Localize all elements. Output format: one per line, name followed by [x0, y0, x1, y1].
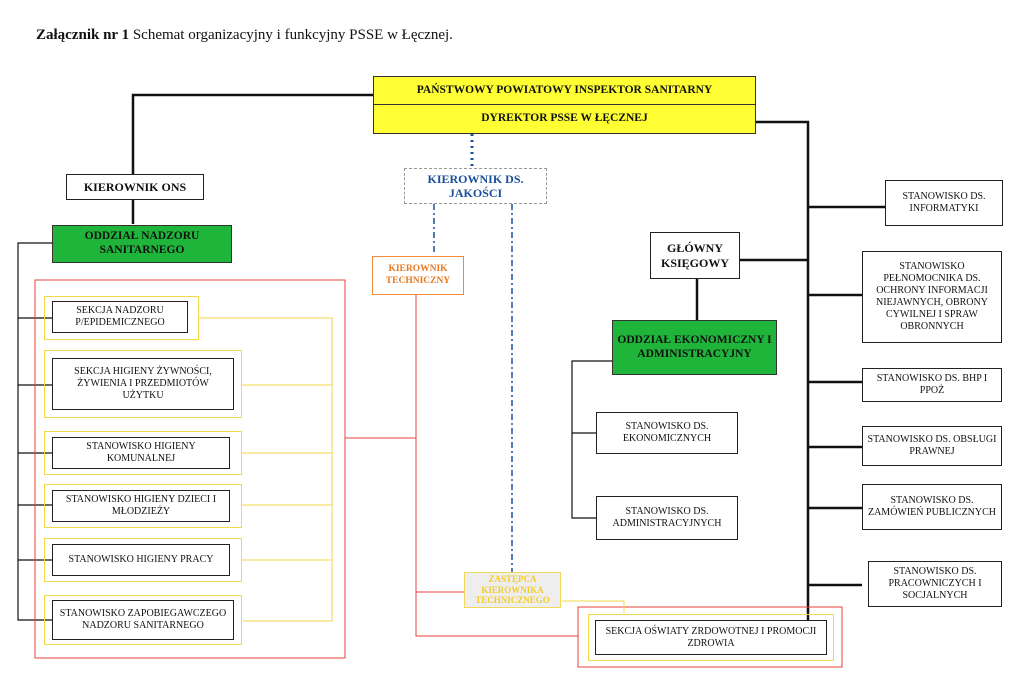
section-box: SEKCJA NADZORU P/EPIDEMICZNEGO [52, 301, 188, 333]
kierownik-jakosci-box: KIEROWNIK DS. JAKOŚCI [404, 168, 547, 204]
section-box: STANOWISKO ZAPOBIEGAWCZEGO NADZORU SANIT… [52, 600, 234, 640]
zastepca-techniczny-box: ZASTĘPCA KIEROWNIKA TECHNICZNEGO [464, 572, 561, 608]
stanowisko-administracyjne-box: STANOWISKO DS. ADMINISTRACYJNYCH [596, 496, 738, 540]
right-post-box: STANOWISKO DS. ZAMÓWIEŃ PUBLICZNYCH [862, 484, 1002, 530]
glowny-ksiegowy-box: GŁÓWNY KSIĘGOWY [650, 232, 740, 279]
inspector-box: PAŃSTWOWY POWIATOWY INSPEKTOR SANITARNY [373, 76, 756, 105]
sekcja-oswiaty-box: SEKCJA OŚWIATY ZRDOWOTNEJ I PROMOCJI ZDR… [595, 620, 827, 655]
kierownik-ons-box: KIEROWNIK ONS [66, 174, 204, 200]
stanowisko-ekonomiczne-box: STANOWISKO DS. EKONOMICZNYCH [596, 412, 738, 454]
page-title: Załącznik nr 1 Schemat organizacyjny i f… [36, 27, 453, 43]
section-box: STANOWISKO HIGIENY KOMUNALNEJ [52, 437, 230, 469]
kierownik-techniczny-box: KIEROWNIK TECHNICZNY [372, 256, 464, 295]
right-post-box: STANOWISKO DS. PRACOWNICZYCH I SOCJALNYC… [868, 561, 1002, 607]
right-post-box: STANOWISKO PEŁNOMOCNIKA DS. OCHRONY INFO… [862, 251, 1002, 343]
oddzial-nadzoru-box: ODDZIAŁ NADZORU SANITARNEGO [52, 225, 232, 263]
right-post-box: STANOWISKO DS. INFORMATYKI [885, 180, 1003, 226]
section-box: SEKCJA HIGIENY ŻYWNOŚCI, ŻYWIENIA I PRZE… [52, 358, 234, 410]
section-box: STANOWISKO HIGIENY DZIECI I MŁODZIEŻY [52, 490, 230, 522]
section-box: STANOWISKO HIGIENY PRACY [52, 544, 230, 576]
director-box: DYREKTOR PSSE W ŁĘCZNEJ [373, 104, 756, 134]
right-post-box: STANOWISKO DS. BHP I PPOŻ [862, 368, 1002, 402]
oddzial-ekonomiczny-box: ODDZIAŁ EKONOMICZNY I ADMINISTRACYJNY [612, 320, 777, 375]
right-post-box: STANOWISKO DS. OBSŁUGI PRAWNEJ [862, 426, 1002, 466]
